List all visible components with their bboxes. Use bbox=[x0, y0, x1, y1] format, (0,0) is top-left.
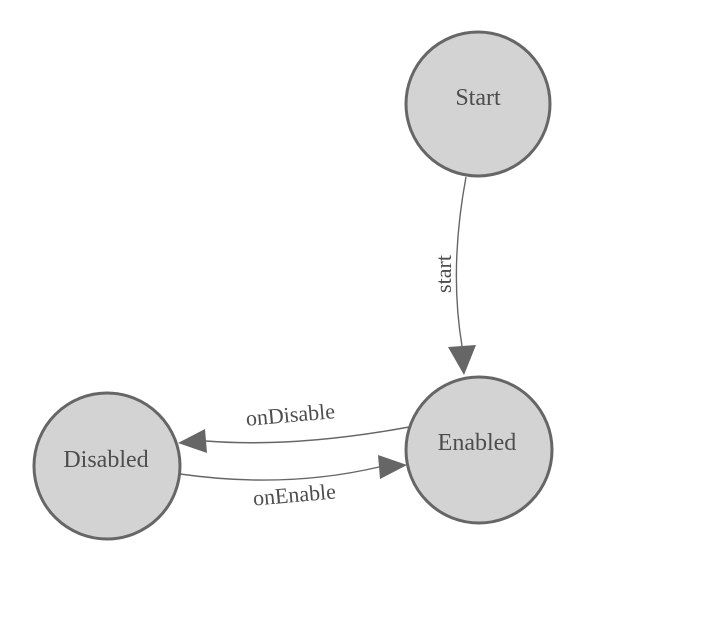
arrowhead-disabled-to-enabled bbox=[378, 455, 407, 479]
state-node-enabled: Enabled bbox=[404, 375, 554, 525]
arrowhead-enabled-to-disabled bbox=[178, 429, 207, 453]
disabled-node-label: Disabled bbox=[63, 447, 148, 473]
state-node-start: Start bbox=[404, 30, 552, 178]
edge-label-ondisable: onDisable bbox=[245, 398, 336, 431]
enabled-node-circle bbox=[404, 375, 554, 525]
edge-start-to-enabled: start bbox=[431, 176, 476, 375]
edge-enabled-to-disabled: onDisable bbox=[178, 398, 410, 453]
arrowhead-start-to-enabled bbox=[448, 345, 476, 375]
edge-label-onenable: onEnable bbox=[252, 478, 337, 510]
state-node-disabled: Disabled bbox=[32, 391, 182, 541]
edge-line-ondisable bbox=[205, 426, 410, 444]
edge-label-start: start bbox=[431, 255, 456, 293]
start-node-circle bbox=[404, 30, 552, 178]
disabled-node-circle bbox=[32, 391, 182, 541]
enabled-node-label: Enabled bbox=[438, 430, 517, 456]
edge-line-start bbox=[455, 176, 467, 347]
edge-disabled-to-enabled: onEnable bbox=[179, 455, 407, 511]
start-node-label: Start bbox=[455, 85, 501, 111]
edge-line-onenable bbox=[179, 466, 380, 481]
